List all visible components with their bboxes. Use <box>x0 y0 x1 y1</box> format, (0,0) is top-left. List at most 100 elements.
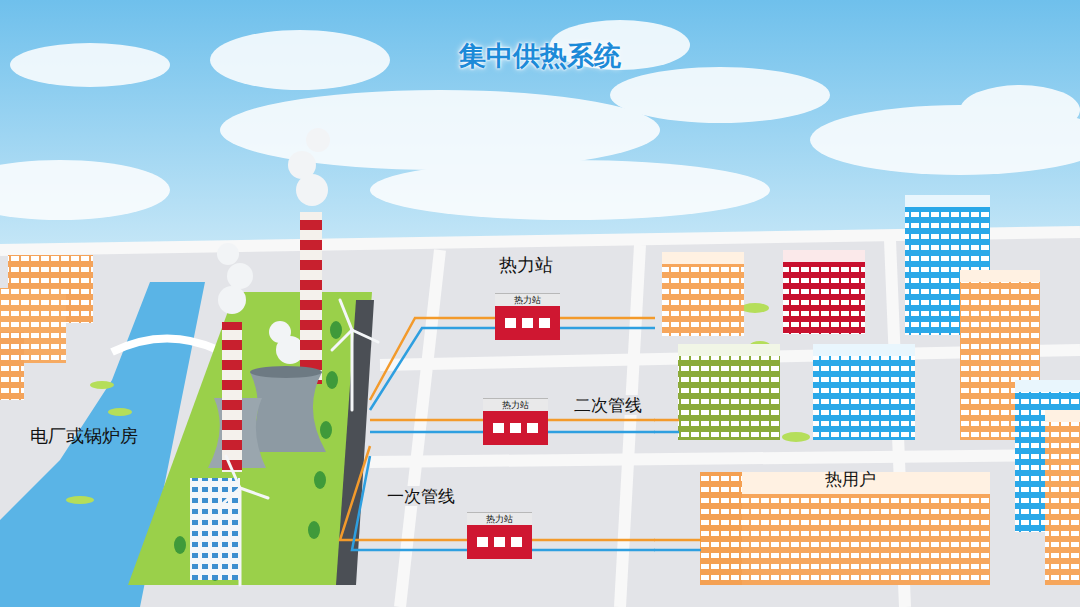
building-windows <box>662 264 744 336</box>
roof <box>678 344 780 356</box>
building <box>813 356 915 440</box>
return-pipe <box>548 431 655 434</box>
return-pipe <box>532 549 655 552</box>
power-plant-area: 电厂或锅炉房 <box>205 290 370 582</box>
turbine-blade <box>340 300 352 330</box>
heat-station: 热力站 <box>467 512 532 559</box>
cloud <box>210 30 390 90</box>
clouds <box>0 20 1080 220</box>
return-pipe <box>370 431 483 434</box>
building <box>678 356 780 440</box>
supply-pipe <box>532 539 655 542</box>
lawn <box>66 496 94 504</box>
tree <box>314 471 326 489</box>
roof <box>783 250 865 262</box>
building-windows <box>678 356 780 440</box>
turbine-pole <box>351 330 354 410</box>
bridge <box>112 338 218 352</box>
turbine-blade <box>226 456 240 488</box>
left-buildings <box>0 255 93 400</box>
return-pipe <box>352 456 467 550</box>
chimney <box>222 322 242 472</box>
turbine-blade <box>352 330 378 342</box>
pipe-label: 一次管线 <box>385 486 457 506</box>
building <box>662 264 744 336</box>
building-windows <box>700 494 990 585</box>
smoke-puff <box>288 151 316 179</box>
pipe-connector <box>548 420 655 432</box>
supply-pipe <box>340 446 467 540</box>
roof <box>813 344 915 356</box>
smoke-puff <box>306 128 330 152</box>
pipe-stubs <box>654 420 701 550</box>
plant-building-windows <box>190 478 240 580</box>
turbine-blade <box>218 488 240 508</box>
building-windows <box>813 356 915 440</box>
building <box>0 332 24 400</box>
cloud <box>0 160 170 220</box>
cloud <box>220 90 660 170</box>
building <box>783 262 865 334</box>
lawn <box>782 432 810 442</box>
building-wing <box>700 472 742 585</box>
building <box>1045 422 1080 585</box>
building-windows <box>1045 422 1080 585</box>
node-label: 热力站 <box>499 254 553 276</box>
roof <box>905 195 990 207</box>
cloud <box>610 67 830 123</box>
road <box>400 250 440 607</box>
return-pipe <box>370 328 495 410</box>
plant-road <box>336 300 374 585</box>
cooling-tower-top <box>250 366 322 378</box>
building-windows <box>0 332 24 400</box>
supply-pipe <box>370 419 483 422</box>
turbine-blade <box>332 330 352 350</box>
pipe-label: 二次管线 <box>572 395 644 415</box>
lawn <box>741 303 769 313</box>
station-sign: 热力站 <box>467 513 532 525</box>
tree <box>308 521 320 539</box>
road <box>370 455 1080 462</box>
user-buildings <box>662 195 1080 585</box>
heat-station: 热力站热力站 <box>495 293 560 340</box>
node-label: 电厂或锅炉房 <box>30 425 138 447</box>
pipe-stub <box>654 539 701 542</box>
pipe-connector <box>370 420 483 432</box>
pipe-connector <box>340 446 467 550</box>
turbine-blade <box>240 488 268 498</box>
tree <box>320 421 332 439</box>
roof <box>1045 410 1080 422</box>
pipe-stub <box>654 431 679 434</box>
cloud <box>10 43 170 87</box>
roof <box>960 270 1040 282</box>
node-label: 热用户 <box>825 469 876 489</box>
chimney <box>300 212 322 384</box>
station-sign: 热力站 <box>495 294 560 306</box>
pipe-stub <box>654 419 679 422</box>
pipe-stub <box>654 549 701 552</box>
cloud <box>960 85 1080 135</box>
building-windows <box>783 262 865 334</box>
heat-station: 热力站 <box>483 398 548 445</box>
station-sign: 热力站 <box>483 399 548 411</box>
tree <box>330 321 342 339</box>
smoke-puff <box>227 263 253 289</box>
smoke-puff <box>269 321 291 343</box>
supply-pipe <box>370 318 495 400</box>
pipe-connector <box>532 540 655 550</box>
road <box>620 245 640 607</box>
building <box>700 494 990 585</box>
supply-pipe <box>560 317 655 320</box>
return-pipe <box>560 327 655 330</box>
roof <box>1015 380 1080 392</box>
diagram-title: 集中供热系统 <box>0 38 1080 74</box>
supply-pipe <box>548 419 655 422</box>
smoke-puff <box>217 243 239 265</box>
smoke-puff <box>218 286 246 314</box>
turbine-pole <box>239 488 242 585</box>
lawn <box>90 381 114 389</box>
roof <box>662 252 744 264</box>
lawn <box>108 408 132 416</box>
